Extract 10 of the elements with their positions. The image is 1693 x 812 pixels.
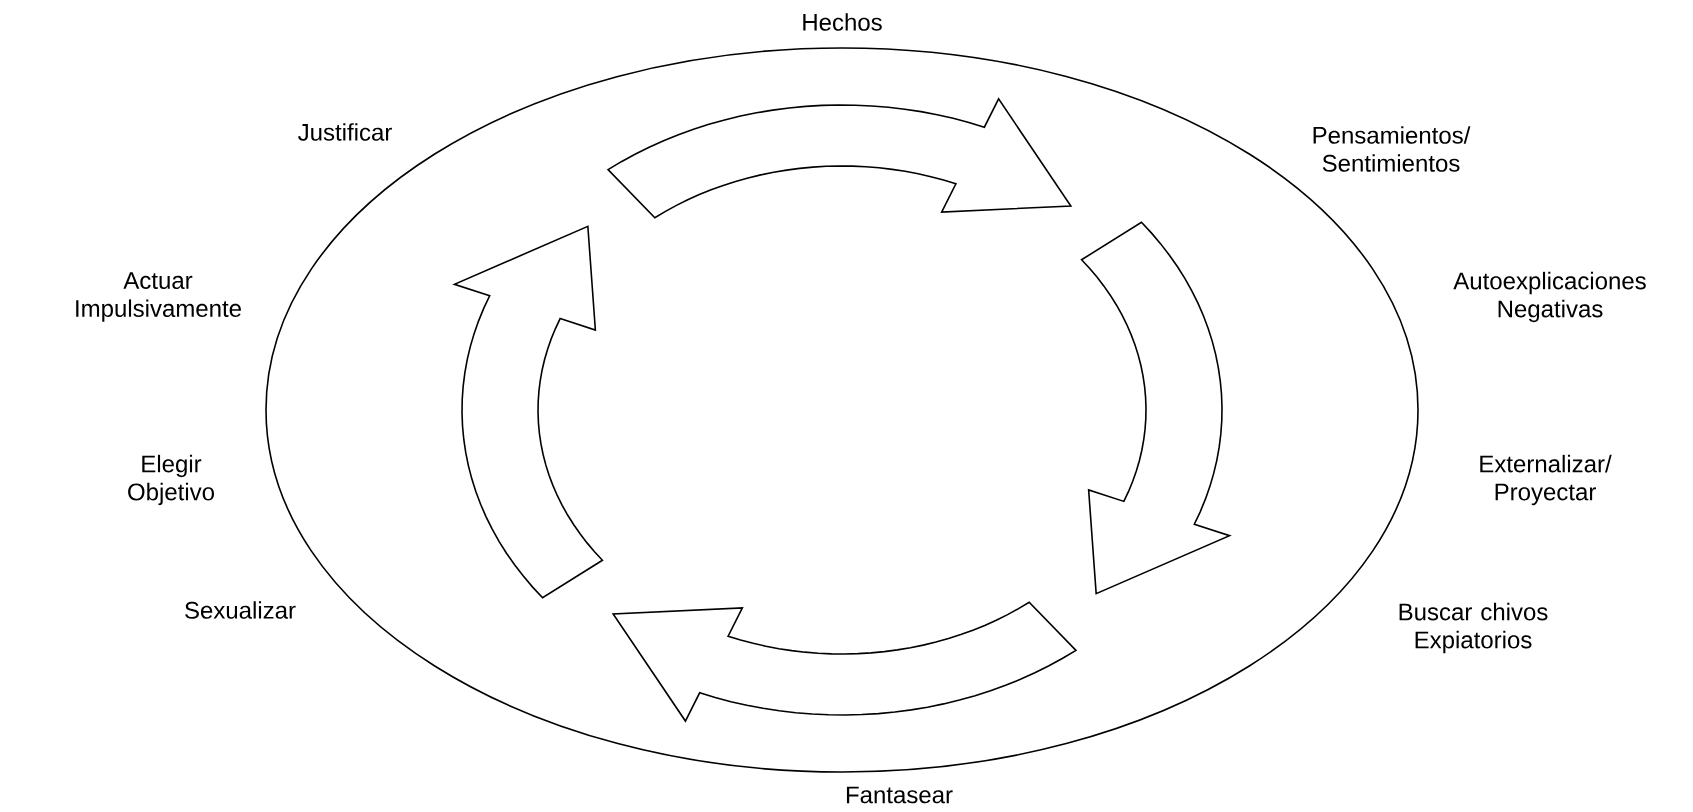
text-label: Autoexplicaciones Negativas <box>1453 271 1646 323</box>
text-label: Elegir Objetivo <box>128 454 214 506</box>
text-label: Sexualizar <box>185 601 296 619</box>
text-label: Pensamientos/ Sentimientos <box>1313 126 1471 172</box>
text-label: Externalizar/ Proyectar <box>1480 454 1612 506</box>
text-label: Actuar Impulsivamente <box>76 272 241 322</box>
text-label: Hechos <box>803 13 882 31</box>
text-label: Buscar chivos Expiatorios <box>1399 602 1548 654</box>
text-label: Fantasear <box>846 786 953 804</box>
text-label: Justificar <box>298 123 392 141</box>
